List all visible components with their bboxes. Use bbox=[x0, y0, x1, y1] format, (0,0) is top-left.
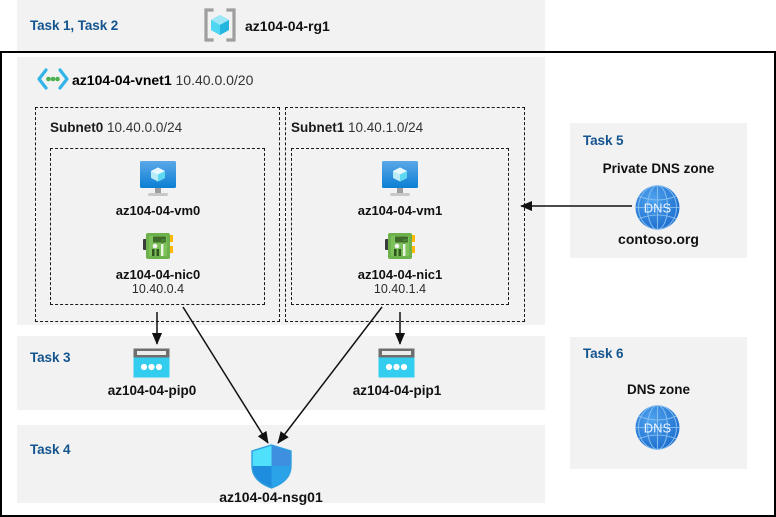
vm0-label: az104-04-vm0 bbox=[115, 203, 201, 218]
public-ip-address-icon bbox=[378, 348, 415, 378]
resource-group-icon bbox=[202, 7, 238, 43]
private-dns-zone-name: contoso.org bbox=[618, 231, 699, 247]
vnet-container bbox=[17, 57, 545, 325]
vnet-address-space: 10.40.0.0/20 bbox=[175, 72, 254, 88]
pip1-label: az104-04-pip1 bbox=[352, 383, 442, 398]
network-security-group-icon bbox=[250, 444, 293, 489]
nic0-label: az104-04-nic0 bbox=[115, 267, 201, 282]
nsg-label: az104-04-nsg01 bbox=[219, 489, 323, 505]
vm1-node: az104-04-vm1 bbox=[330, 203, 470, 218]
subnet0-cidr: 10.40.0.0/24 bbox=[107, 120, 183, 135]
task6-label: Task 6 bbox=[583, 346, 624, 361]
nic0-node: az104-04-nic0 10.40.0.4 bbox=[88, 267, 228, 297]
dns-zone-heading: DNS zone bbox=[626, 382, 690, 397]
network-interface-icon bbox=[142, 230, 175, 263]
subnet0-name: Subnet0 bbox=[50, 120, 104, 135]
nic1-label: az104-04-nic1 bbox=[357, 267, 443, 282]
subnet1-cidr: 10.40.1.0/24 bbox=[348, 120, 424, 135]
subnet0-title: Subnet0 10.40.0.0/24 bbox=[50, 120, 182, 135]
network-interface-icon bbox=[384, 230, 417, 263]
nic1-ip: 10.40.1.4 bbox=[373, 282, 427, 296]
top-divider-rule bbox=[0, 51, 596, 53]
subnet1-inner-box bbox=[291, 148, 509, 305]
nic1-node: az104-04-nic1 10.40.1.4 bbox=[330, 267, 470, 297]
subnet1-box bbox=[285, 107, 525, 322]
private-dns-zone-heading: Private DNS zone bbox=[602, 161, 715, 176]
public-ip-address-icon bbox=[133, 348, 170, 378]
subnet0-inner-box bbox=[50, 148, 265, 305]
subnet1-title: Subnet1 10.40.1.0/24 bbox=[291, 120, 423, 135]
task4-label: Task 4 bbox=[30, 442, 71, 457]
subnet1-name: Subnet1 bbox=[291, 120, 345, 135]
nic0-ip: 10.40.0.4 bbox=[131, 282, 185, 296]
vnet-title: az104-04-vnet1 10.40.0.0/20 bbox=[72, 72, 253, 88]
virtual-machine-icon bbox=[136, 160, 180, 198]
dns-zone-icon: DNS bbox=[634, 184, 681, 231]
pip0-label: az104-04-pip0 bbox=[107, 383, 197, 398]
vm0-node: az104-04-vm0 bbox=[88, 203, 228, 218]
task12-label: Task 1, Task 2 bbox=[30, 18, 119, 33]
task3-panel bbox=[17, 336, 545, 410]
vm1-label: az104-04-vm1 bbox=[357, 203, 443, 218]
resource-group-name: az104-04-rg1 bbox=[245, 18, 330, 34]
task3-label: Task 3 bbox=[30, 350, 71, 365]
task5-label: Task 5 bbox=[583, 133, 624, 148]
svg-text:DNS: DNS bbox=[644, 201, 672, 216]
virtual-machine-icon bbox=[378, 160, 422, 198]
virtual-network-icon bbox=[36, 68, 70, 90]
task12-panel bbox=[17, 0, 545, 51]
svg-text:DNS: DNS bbox=[644, 421, 672, 436]
vnet-name: az104-04-vnet1 bbox=[72, 72, 172, 88]
dns-zone-icon: DNS bbox=[634, 404, 681, 451]
